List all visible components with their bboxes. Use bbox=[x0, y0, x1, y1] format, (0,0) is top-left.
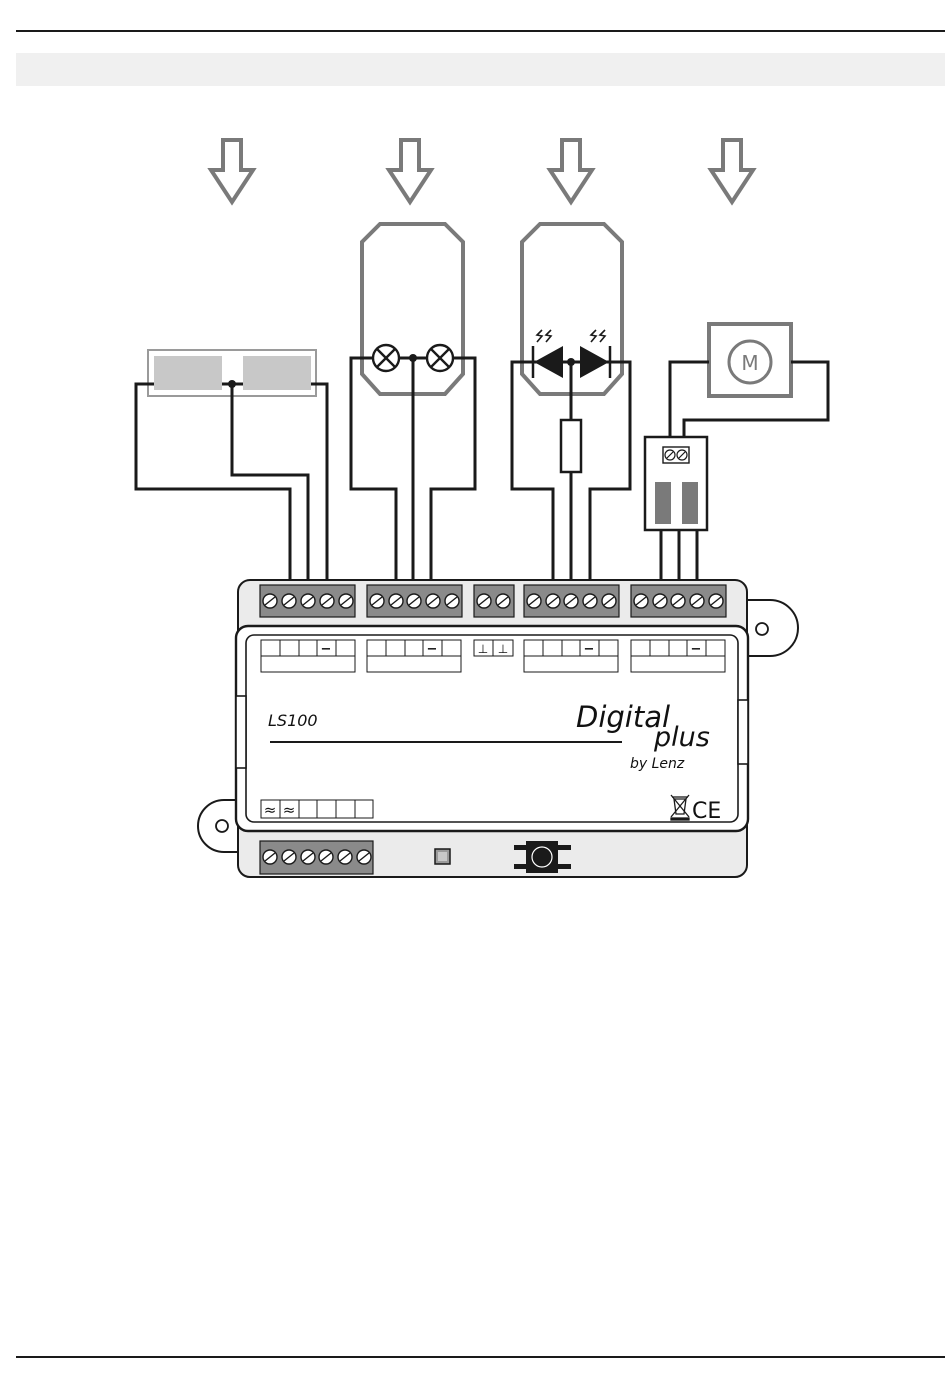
model-label: LS100 bbox=[268, 711, 318, 730]
terminal-block-1 bbox=[260, 585, 355, 617]
status-led-icon bbox=[435, 849, 450, 864]
bulb-wires bbox=[351, 358, 475, 589]
arrow-down-icon bbox=[211, 140, 253, 202]
arrow-down-icon bbox=[389, 140, 431, 202]
ce-mark-icon: CE bbox=[692, 799, 721, 824]
ac-symbol: ≈ bbox=[264, 801, 277, 819]
arrow-down-icon bbox=[550, 140, 592, 202]
terminal-block-power bbox=[260, 841, 373, 874]
resistor-icon bbox=[561, 420, 581, 472]
minus-symbol: − bbox=[321, 642, 332, 657]
brand-logo-plus: plus bbox=[653, 722, 710, 753]
minus-symbol: − bbox=[427, 642, 438, 657]
ground-symbol: ⊥ bbox=[478, 642, 488, 656]
motor-icon: M bbox=[741, 351, 758, 375]
ac-symbol: ≈ bbox=[283, 801, 296, 819]
lamp-icon bbox=[373, 345, 399, 371]
brand-byline: by Lenz bbox=[630, 756, 685, 772]
switch-module bbox=[645, 437, 707, 530]
coil-wires bbox=[136, 384, 327, 589]
minus-symbol: − bbox=[584, 642, 595, 657]
arrow-down-icon bbox=[711, 140, 753, 202]
minus-symbol: − bbox=[691, 642, 702, 657]
terminal-block-4 bbox=[631, 585, 726, 617]
ground-symbol: ⊥ bbox=[498, 642, 508, 656]
terminal-block-2 bbox=[367, 585, 462, 617]
lamp-icon bbox=[427, 345, 453, 371]
terminal-block-3 bbox=[524, 585, 619, 617]
terminal-block-ground bbox=[474, 585, 514, 617]
led-wires bbox=[512, 362, 630, 589]
